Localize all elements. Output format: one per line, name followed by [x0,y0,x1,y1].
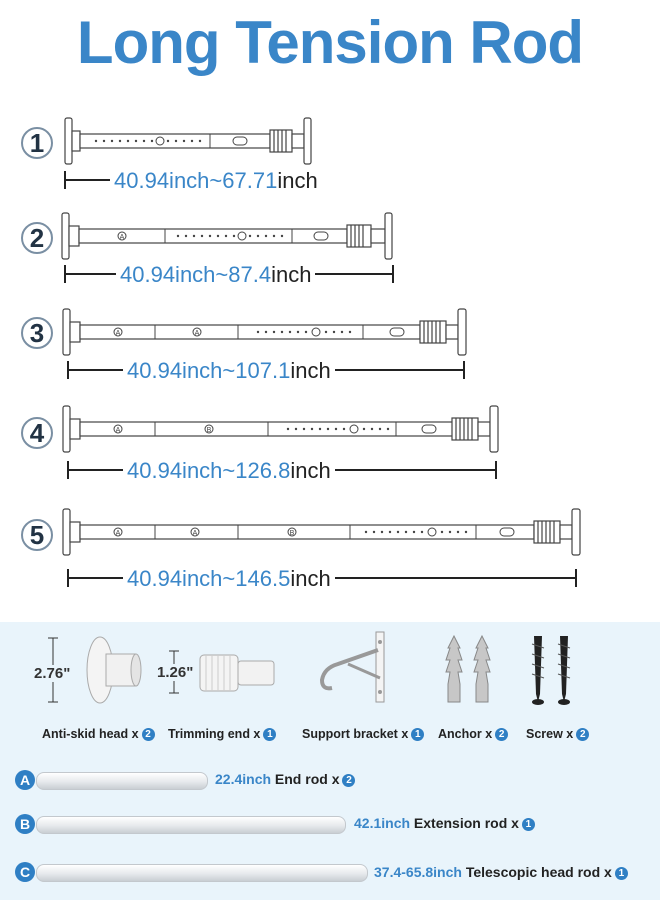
part-c-letter: C [15,862,35,882]
rod-1-left-cap [64,117,81,165]
measurement-5-value: 40.94inch~146.5 [127,566,291,591]
measurement-1: 40.94inch~67.71inch [64,168,322,194]
anti-skid-dim: 2.76" [34,665,71,682]
measurement-4-value: 40.94inch~126.8 [127,458,291,483]
rod-1-right-cap [269,117,312,165]
anti-skid-head-icon [48,636,142,704]
page-title: Long Tension Rod [76,9,584,76]
rod-5-letter-b: B [290,530,295,537]
part-a-rod [36,772,208,790]
measurement-1-unit: inch [277,168,318,193]
measurement-3-value: 40.94inch~107.1 [127,358,291,383]
config-number-3: 3 [21,317,53,349]
rod-1-body [79,133,271,149]
anchor-qty: 2 [495,728,509,741]
measurement-2-unit: inch [271,262,312,287]
rod-5-letter-a1: A [116,530,121,537]
rod-4-letter-b: B [207,427,212,434]
part-b-rod [36,816,346,834]
rod-4-letter-a: A [116,427,121,434]
rod-3-letter-a2: A [195,330,200,337]
config-number-2: 2 [21,222,53,254]
part-a-qty: 2 [342,774,356,787]
part-b-letter: B [15,814,35,834]
screw-qty: 2 [576,728,590,741]
part-b-qty: 1 [521,818,535,831]
trimming-end-icon [169,650,275,694]
anchor-icon [445,634,491,703]
rod-2-letter-a: A [120,234,125,241]
rod-1-holes [94,139,202,143]
part-a-letter: A [15,770,35,790]
measurement-3-unit: inch [290,358,331,383]
part-c-rod [36,864,368,882]
config-number-1: 1 [21,127,53,159]
measurement-1-value: 40.94inch~67.71 [114,168,278,193]
measurement-4-unit: inch [290,458,331,483]
rod-5-letter-a2: A [193,530,198,537]
rod-3-letter-a1: A [116,330,121,337]
part-c-qty: 1 [614,867,628,880]
measurement-4: 40.94inch~126.8inch [67,458,497,484]
support-bracket-qty: 1 [411,728,425,741]
trimming-end-qty: 1 [263,728,277,741]
measurement-2-value: 40.94inch~87.4 [120,262,272,287]
measurement-3: 40.94inch~107.1inch [67,358,465,384]
measurement-5-unit: inch [290,566,331,591]
measurement-2: 40.94inch~87.4inch [64,262,394,288]
support-bracket-icon [319,631,385,703]
config-number-4: 4 [21,417,53,449]
config-number-5: 5 [21,519,53,551]
anti-skid-qty: 2 [141,728,155,741]
measurement-5: 40.94inch~146.5inch [67,566,577,592]
screw-icon [531,636,571,705]
trimming-end-dim: 1.26" [157,664,194,681]
